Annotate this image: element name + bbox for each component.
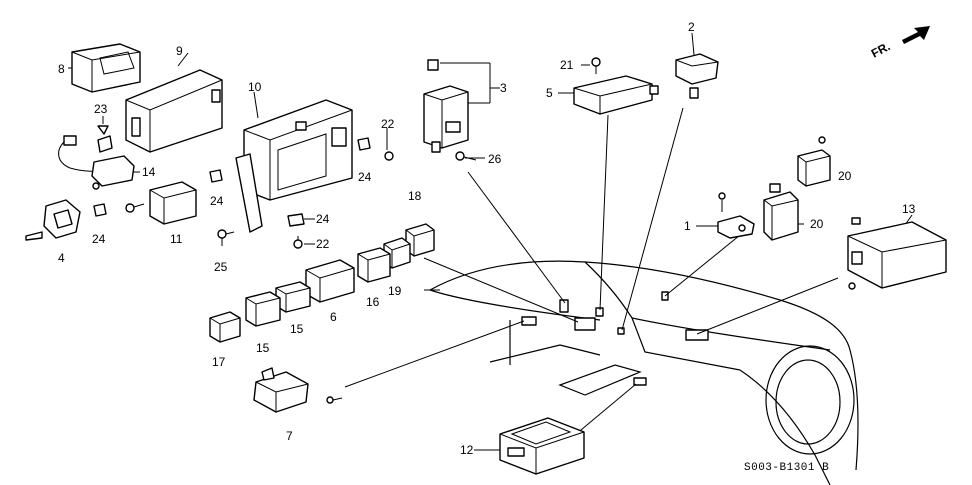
- callout-22-lower: 22: [316, 237, 330, 251]
- part-15-relay-left: [245, 291, 281, 327]
- part-2-relay: [675, 53, 719, 99]
- callout-25: 25: [214, 260, 228, 274]
- callout-22-upper: 22: [381, 117, 395, 131]
- bolt-26: [455, 151, 477, 161]
- part-24-nut-right: [357, 137, 371, 151]
- callout-5: 5: [546, 86, 553, 100]
- part-17-relay: [209, 311, 241, 343]
- callout-2: 2: [688, 20, 695, 34]
- callout-24-lower: 24: [316, 212, 330, 226]
- callout-13: 13: [902, 202, 916, 216]
- callout-11: 11: [170, 232, 183, 246]
- callout-9: 9: [176, 44, 183, 58]
- callout-1: 1: [684, 219, 691, 233]
- callout-4: 4: [58, 251, 65, 265]
- callout-3: 3: [500, 81, 507, 95]
- part-7-sensor: [253, 367, 343, 413]
- part-4-sensor: [25, 199, 81, 241]
- part-16-relay: [357, 247, 391, 283]
- front-direction-arrow-icon: [902, 26, 930, 44]
- part-10-bracket-unit: [235, 99, 353, 233]
- bolt-21: [591, 57, 601, 74]
- part-23-clip: [97, 125, 109, 135]
- callout-10: 10: [248, 80, 262, 94]
- callout-24-mid: 24: [210, 194, 224, 208]
- part-3-control-module: [423, 59, 469, 153]
- part-20-relay-upper: [797, 136, 831, 187]
- callout-6: 6: [330, 310, 337, 324]
- callout-17: 17: [212, 355, 226, 369]
- callout-15-left: 15: [256, 341, 270, 355]
- diagram-code: S003-B1301 B: [744, 462, 829, 474]
- callout-26: 26: [488, 152, 502, 166]
- part-14-harness: [58, 135, 135, 187]
- part-6-relay: [305, 259, 355, 303]
- screw-near-14: [92, 182, 100, 190]
- part-20-relay-lower: [763, 183, 799, 241]
- bolt-22-lower: [293, 236, 303, 249]
- callout-15-right: 15: [290, 322, 304, 336]
- part-24-nut-left: [93, 203, 107, 217]
- bolt-25: [217, 229, 235, 239]
- bolt-near-11: [125, 203, 145, 213]
- part-1-bracket: [717, 192, 755, 239]
- callout-8: 8: [58, 62, 65, 76]
- part-9-control-unit: [125, 69, 223, 153]
- part-15-relay-right: [275, 281, 311, 313]
- part-12-control-unit: [499, 417, 585, 475]
- callout-19: 19: [388, 284, 402, 298]
- part-13-control-unit: [847, 217, 947, 290]
- callout-18: 18: [408, 189, 422, 203]
- callout-20-lower: 20: [810, 217, 824, 231]
- bolt-22-upper: [384, 151, 394, 161]
- callout-24-right: 24: [358, 170, 372, 184]
- part-24-clip-lower: [287, 213, 305, 227]
- direction-label: FR.: [869, 39, 893, 60]
- callout-14: 14: [142, 165, 156, 179]
- part-5-control-unit: [573, 75, 659, 115]
- callout-16: 16: [366, 295, 380, 309]
- part-24-nut-mid: [209, 169, 223, 183]
- callout-20-upper: 20: [838, 169, 852, 183]
- part-11-relay: [149, 181, 197, 225]
- callout-12: 12: [460, 443, 474, 457]
- callout-labels: 8 9 10 23 14 4 24 24 24 24 22 22 11 25 3…: [58, 20, 916, 457]
- part-8-relay-box: [71, 43, 141, 93]
- leader-lines: [68, 32, 913, 451]
- callout-24-left: 24: [92, 232, 106, 246]
- callout-21: 21: [560, 58, 574, 72]
- callout-7: 7: [286, 429, 293, 443]
- callout-23: 23: [94, 102, 108, 116]
- car-body-outline: [429, 260, 859, 485]
